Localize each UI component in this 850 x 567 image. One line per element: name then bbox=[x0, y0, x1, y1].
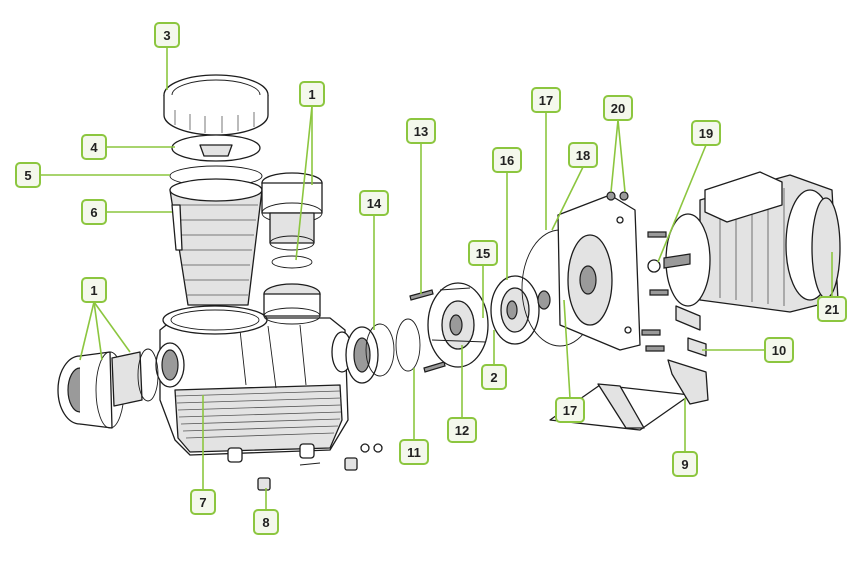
svg-text:3: 3 bbox=[163, 28, 170, 43]
callout-19: 19 bbox=[691, 120, 721, 146]
svg-text:16: 16 bbox=[500, 153, 514, 168]
svg-text:4: 4 bbox=[90, 140, 98, 155]
callout-7: 7 bbox=[190, 489, 216, 515]
svg-text:21: 21 bbox=[825, 302, 839, 317]
svg-text:14: 14 bbox=[367, 196, 382, 211]
callout-14: 14 bbox=[359, 190, 389, 216]
svg-text:13: 13 bbox=[414, 124, 428, 139]
svg-text:18: 18 bbox=[576, 148, 590, 163]
svg-text:9: 9 bbox=[681, 457, 688, 472]
strainer-basket bbox=[169, 178, 263, 306]
lid-ring bbox=[163, 74, 269, 136]
callout-16: 16 bbox=[492, 147, 522, 173]
svg-text:20: 20 bbox=[611, 101, 625, 116]
callout-20: 20 bbox=[603, 95, 633, 121]
impeller bbox=[490, 275, 540, 345]
motor-stand bbox=[549, 359, 709, 431]
motor-foot-clips bbox=[675, 305, 707, 357]
svg-text:2: 2 bbox=[490, 370, 497, 385]
leader-lines bbox=[40, 47, 833, 510]
callout-10: 10 bbox=[764, 337, 794, 363]
seal-plate bbox=[521, 194, 641, 351]
callout-17-bottom: 17 bbox=[555, 397, 585, 423]
svg-text:12: 12 bbox=[455, 423, 469, 438]
svg-text:5: 5 bbox=[24, 168, 31, 183]
callout-9: 9 bbox=[672, 451, 698, 477]
svg-text:15: 15 bbox=[476, 246, 490, 261]
callout-2: 2 bbox=[481, 364, 507, 390]
drain-plug bbox=[257, 443, 383, 491]
callout-12: 12 bbox=[447, 417, 477, 443]
svg-text:11: 11 bbox=[407, 445, 421, 460]
callout-8: 8 bbox=[253, 509, 279, 535]
outlet-o-ring-group bbox=[345, 318, 421, 384]
svg-text:1: 1 bbox=[90, 283, 97, 298]
diffuser bbox=[427, 282, 489, 368]
svg-text:19: 19 bbox=[699, 126, 713, 141]
callout-17-top: 17 bbox=[531, 87, 561, 113]
callout-1-left: 1 bbox=[81, 277, 107, 303]
union-left bbox=[57, 348, 159, 429]
pump-housing bbox=[155, 283, 353, 463]
motor bbox=[647, 171, 841, 313]
callout-18: 18 bbox=[568, 142, 598, 168]
lid bbox=[171, 134, 261, 162]
callout-21: 21 bbox=[817, 296, 847, 322]
callout-11: 11 bbox=[399, 439, 429, 465]
callout-5: 5 bbox=[15, 162, 41, 188]
svg-text:6: 6 bbox=[90, 205, 97, 220]
svg-text:1: 1 bbox=[308, 87, 315, 102]
svg-text:10: 10 bbox=[772, 343, 786, 358]
bolts-13 bbox=[409, 289, 446, 373]
callout-4: 4 bbox=[81, 134, 107, 160]
callout-15: 15 bbox=[468, 240, 498, 266]
motor-bolts bbox=[606, 191, 669, 352]
union-top bbox=[261, 172, 323, 269]
callout-3: 3 bbox=[154, 22, 180, 48]
callout-6: 6 bbox=[81, 199, 107, 225]
svg-text:17: 17 bbox=[563, 403, 577, 418]
callout-13: 13 bbox=[406, 118, 436, 144]
callout-1-top: 1 bbox=[299, 81, 325, 107]
svg-text:8: 8 bbox=[262, 515, 269, 530]
svg-text:7: 7 bbox=[199, 495, 206, 510]
svg-text:17: 17 bbox=[539, 93, 553, 108]
